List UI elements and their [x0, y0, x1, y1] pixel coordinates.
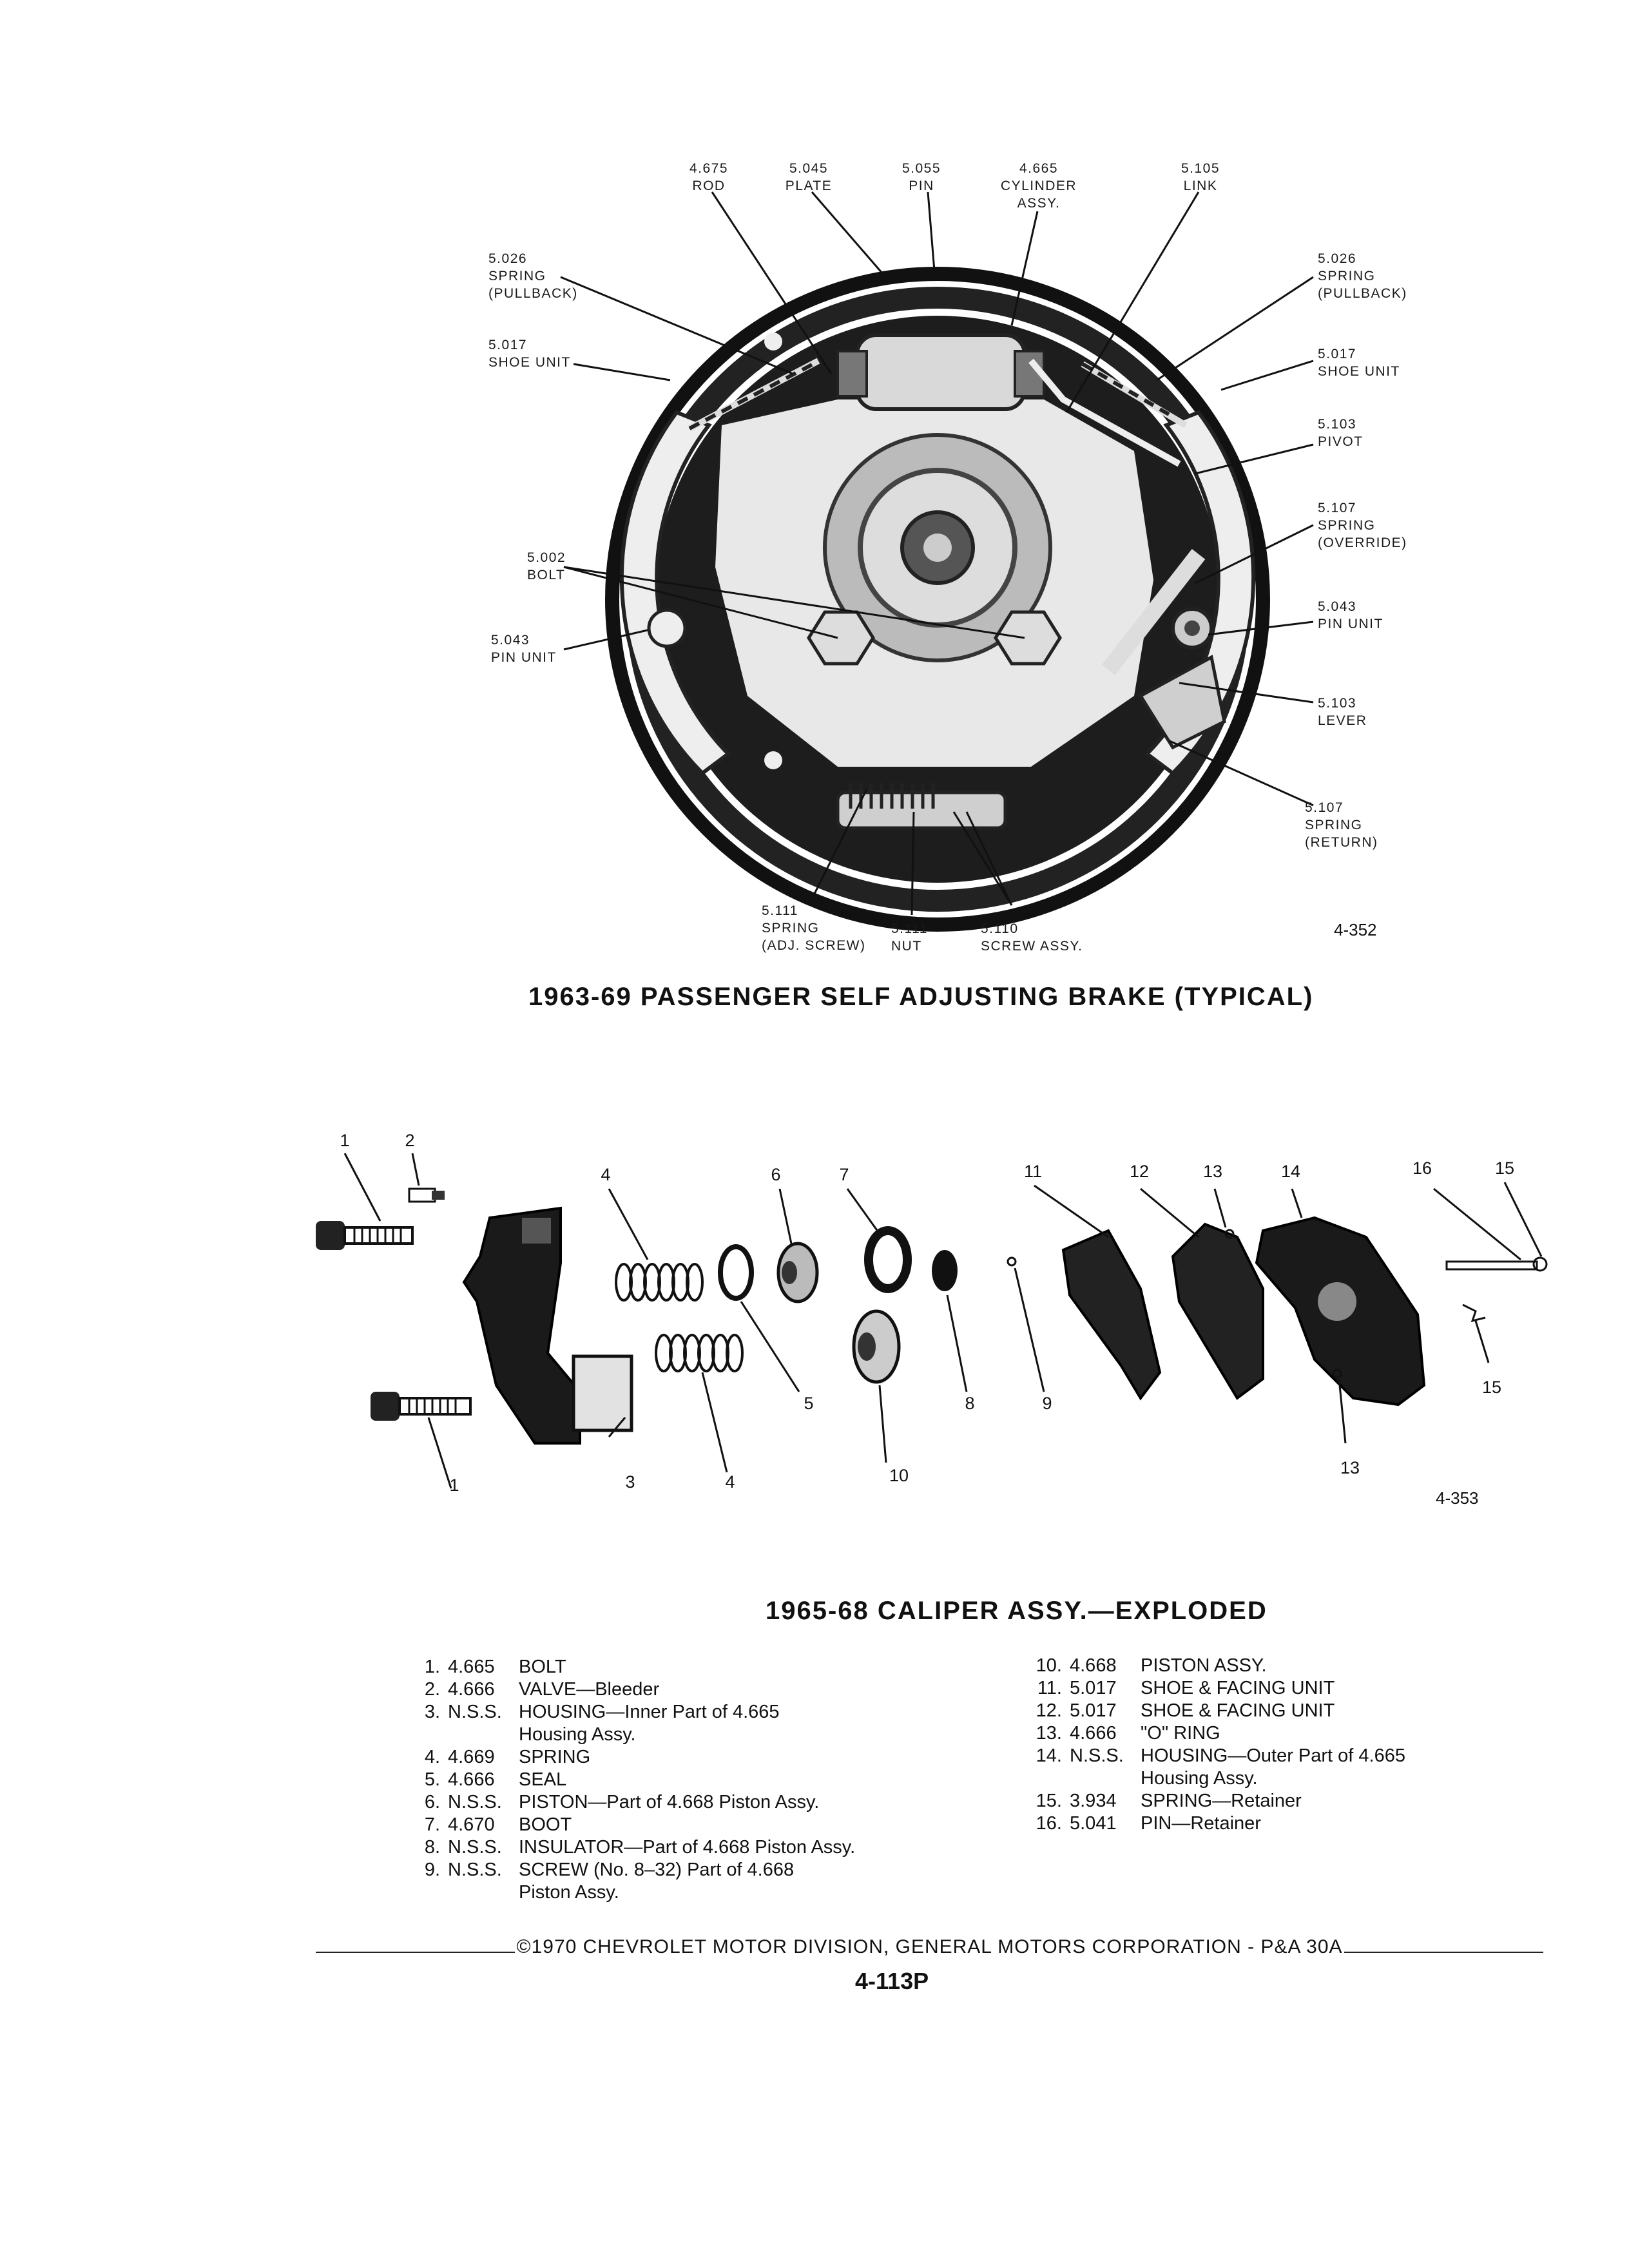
list-item: 0.0Piston Assy.	[519, 1882, 619, 1903]
copyright-footer: ©1970 CHEVROLET MOTOR DIVISION, GENERAL …	[316, 1936, 1543, 1958]
list-item: 14.N.S.S.HOUSING—Outer Part of 4.665	[1036, 1745, 1405, 1766]
callout-7: 7	[839, 1165, 849, 1184]
bolt-left	[807, 610, 875, 666]
callout-13-bottom: 13	[1340, 1458, 1360, 1477]
callout-3: 3	[625, 1472, 635, 1492]
callout-9: 9	[1042, 1394, 1052, 1413]
callout-4-top: 4	[601, 1165, 611, 1184]
bolt-right	[994, 610, 1062, 666]
callout-16: 16	[1412, 1158, 1432, 1178]
adjuster-link	[1028, 358, 1181, 467]
callout-1-top: 1	[340, 1131, 350, 1150]
callout-8: 8	[965, 1394, 975, 1413]
adjuster-lever	[1138, 655, 1226, 750]
list-item: 9.N.S.S.SCREW (No. 8–32) Part of 4.668	[424, 1860, 795, 1880]
callout-11: 11	[1023, 1162, 1043, 1181]
drum-outer-ring	[605, 267, 1270, 932]
callout-10: 10	[889, 1466, 909, 1485]
pin-unit-left	[647, 608, 687, 648]
figure-number-4-353: 4-353	[1436, 1488, 1479, 1508]
callout-2: 2	[405, 1131, 415, 1150]
wheel-cylinder	[855, 333, 1027, 411]
callout-15-top: 15	[1494, 1158, 1515, 1178]
copyright-text: ©1970 CHEVROLET MOTOR DIVISION, GENERAL …	[516, 1936, 1343, 1957]
list-item: 0.0Housing Assy.	[1141, 1768, 1258, 1789]
footer-rule-left	[316, 1952, 516, 1953]
callout-12: 12	[1129, 1162, 1150, 1181]
callout-14: 14	[1280, 1162, 1301, 1181]
drum-figure-caption: 1963-69 PASSENGER SELF ADJUSTING BRAKE (…	[528, 983, 1314, 1011]
callout-13-top: 13	[1202, 1162, 1223, 1181]
callout-6: 6	[771, 1165, 781, 1184]
callout-15-bottom: 15	[1481, 1378, 1502, 1397]
override-spring	[1101, 549, 1206, 675]
right-shoe	[1144, 410, 1256, 776]
caliper-figure-caption: 1965-68 CALIPER ASSY.—EXPLODED	[766, 1597, 1268, 1625]
list-item: 13.4.666"O" RING	[1036, 1723, 1220, 1744]
drum-leader-lines	[560, 191, 1314, 916]
figure-number-4-352: 4-352	[1334, 920, 1377, 939]
callout-4-bottom: 4	[725, 1472, 735, 1492]
list-item: 3.N.S.S.HOUSING—Inner Part of 4.665	[424, 1702, 780, 1722]
list-item: 6.N.S.S.PISTON—Part of 4.668 Piston Assy…	[424, 1792, 820, 1812]
list-item: 8.N.S.S.INSULATOR—Part of 4.668 Piston A…	[424, 1837, 856, 1858]
footer-rule-right	[1344, 1952, 1543, 1953]
page-number: 4-113P	[855, 1968, 929, 1994]
list-item: 0.0Housing Assy.	[519, 1724, 636, 1745]
left-shoe	[619, 410, 731, 776]
callout-5: 5	[804, 1394, 814, 1413]
callout-1-bottom: 1	[449, 1475, 459, 1495]
